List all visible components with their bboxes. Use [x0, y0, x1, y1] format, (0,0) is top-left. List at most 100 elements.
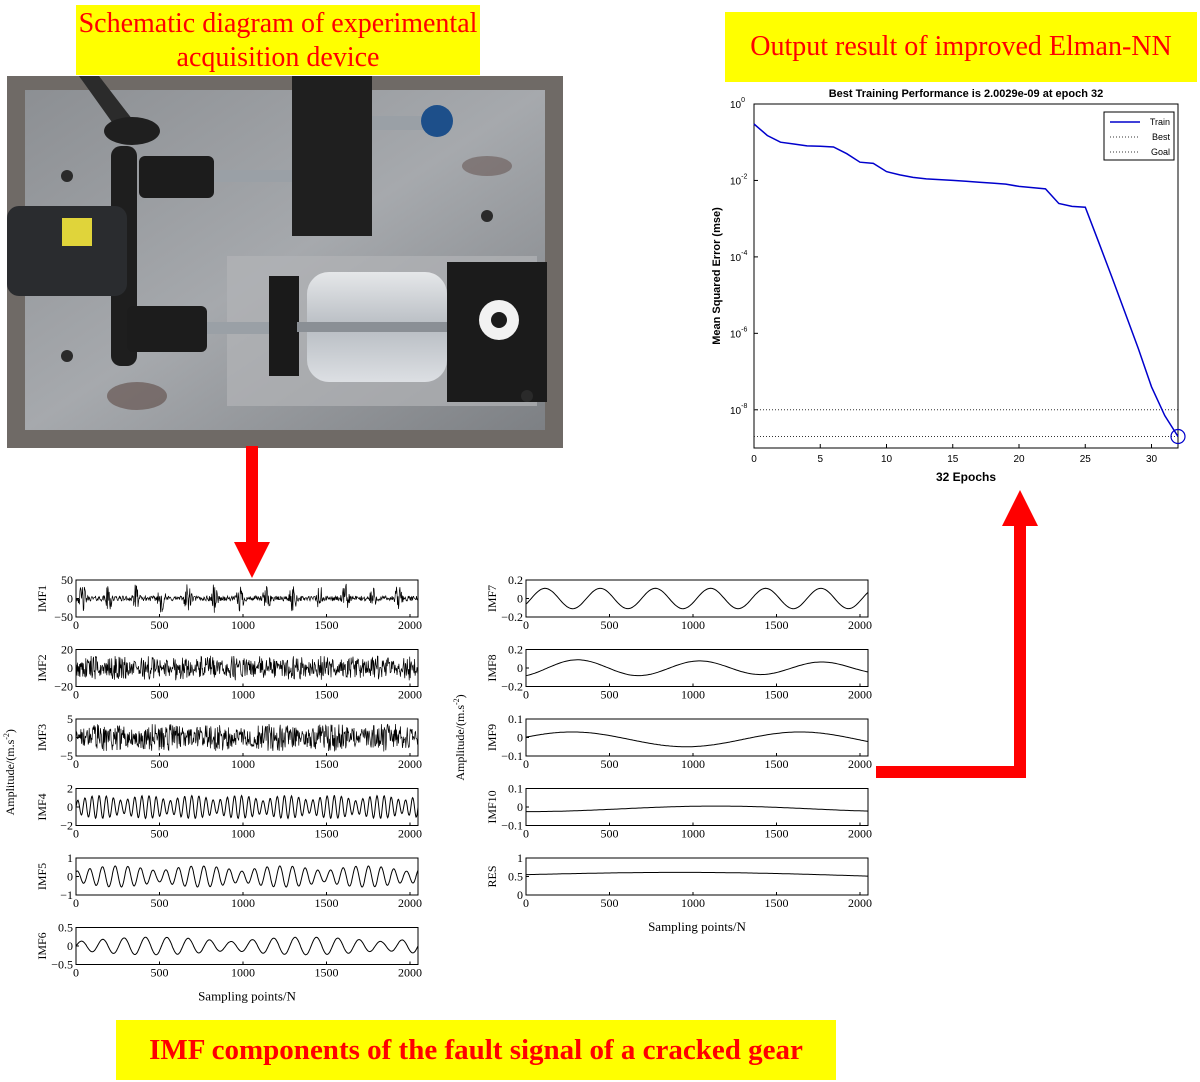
x-axis-label: 32 Epochs [936, 470, 996, 484]
legend-entry: Best [1152, 132, 1171, 142]
train-series-line [753, 123, 1179, 437]
signal-line [75, 583, 419, 613]
y-tick-label: 0 [517, 888, 523, 902]
x-tick-label: 1000 [231, 966, 255, 980]
x-tick-label: 0 [523, 757, 529, 771]
signal-line [526, 805, 869, 813]
y-tick-label: 50 [61, 573, 73, 587]
x-tick-label: 0 [751, 454, 757, 465]
y-tick-label: 10-2 [730, 173, 747, 187]
y-tick-label: 20 [61, 643, 73, 657]
x-tick-label: 1000 [681, 896, 705, 910]
x-tick-label: 5 [817, 454, 823, 465]
x-tick-label: 0 [73, 966, 79, 980]
imf-components-label: IMF components of the fault signal of a … [116, 1020, 836, 1080]
device-photo [7, 76, 563, 448]
x-tick-label: 1500 [314, 757, 338, 771]
x-tick-label: 1500 [314, 896, 338, 910]
x-tick-label: 500 [150, 896, 168, 910]
x-tick-label: 1500 [314, 827, 338, 841]
x-tick-label: 15 [947, 454, 959, 465]
x-tick-label: 2000 [848, 757, 872, 771]
x-tick-label: 1000 [681, 827, 705, 841]
y-tick-label: 0.2 [508, 573, 523, 587]
y-tick-label: −5 [60, 749, 73, 763]
y-tick-label: 100 [730, 97, 745, 111]
signal-line [75, 936, 419, 956]
y-tick-label: −0.2 [501, 680, 523, 694]
signal-line [75, 865, 419, 888]
y-tick-label: 0 [67, 800, 73, 814]
x-tick-label: 2000 [398, 896, 422, 910]
y-tick-label: 0.1 [508, 782, 523, 796]
y-tick-label: 0.2 [508, 643, 523, 657]
y-tick-label: −50 [54, 610, 73, 624]
x-tick-label: 0 [73, 827, 79, 841]
x-tick-label: 1000 [231, 618, 255, 632]
y-tick-label: 0 [517, 800, 523, 814]
x-tick-label: 500 [600, 896, 618, 910]
y-tick-label: 10-4 [730, 250, 747, 264]
y-tick-label: 0.1 [508, 712, 523, 726]
signal-line [75, 794, 419, 820]
elbow-arrow-icon [876, 490, 1038, 778]
x-tick-label: 500 [150, 757, 168, 771]
panel-name: IMF6 [35, 932, 49, 959]
y-tick-label: 10-8 [730, 403, 747, 417]
y-tick-label: 0 [517, 592, 523, 606]
y-tick-label: −0.1 [501, 819, 523, 833]
x-tick-label: 500 [600, 688, 618, 702]
x-tick-label: 1500 [764, 618, 788, 632]
panel-name: IMF1 [35, 585, 49, 612]
y-tick-label: 2 [67, 782, 73, 796]
signal-line [525, 659, 869, 677]
x-tick-label: 1500 [314, 618, 338, 632]
x-tick-label: 20 [1013, 454, 1025, 465]
signal-line [526, 871, 868, 877]
x-tick-label: 0 [73, 688, 79, 702]
y-tick-label: 0.5 [58, 921, 73, 935]
device-diagram-label: Schematic diagram of experimental acquis… [76, 5, 480, 75]
panel-name: IMF3 [35, 724, 49, 751]
x-tick-label: 0 [73, 618, 79, 632]
signal-line [525, 587, 869, 610]
output-result-label: Output result of improved Elman-NN [725, 12, 1197, 82]
x-tick-label: 30 [1146, 454, 1158, 465]
x-tick-label: 500 [150, 827, 168, 841]
signal-line [75, 655, 419, 681]
signal-line [525, 731, 869, 748]
panel-name: IMF9 [485, 724, 499, 751]
y-axis-label: Amplitude/(m.s-2) [452, 694, 467, 780]
y-tick-label: −0.1 [501, 749, 523, 763]
y-tick-label: −0.5 [51, 958, 73, 972]
x-tick-label: 2000 [848, 618, 872, 632]
legend-entry: Goal [1151, 147, 1170, 157]
x-tick-label: 1000 [231, 757, 255, 771]
y-axis-label: Amplitude/(m.s-2) [2, 729, 17, 815]
x-tick-label: 1500 [314, 966, 338, 980]
x-tick-label: 500 [150, 966, 168, 980]
y-tick-label: 5 [67, 712, 73, 726]
y-tick-label: 0 [67, 870, 73, 884]
x-tick-label: 0 [73, 896, 79, 910]
y-tick-label: 0 [517, 731, 523, 745]
y-tick-label: 0 [67, 661, 73, 675]
y-tick-label: 1 [517, 851, 523, 865]
x-axis-label: Sampling points/N [648, 919, 746, 934]
down-arrow-icon [234, 446, 270, 578]
panel-name: IMF8 [485, 654, 499, 681]
x-tick-label: 0 [523, 618, 529, 632]
x-tick-label: 0 [73, 757, 79, 771]
x-tick-label: 1500 [314, 688, 338, 702]
x-tick-label: 10 [881, 454, 893, 465]
best-marker [1170, 428, 1186, 445]
